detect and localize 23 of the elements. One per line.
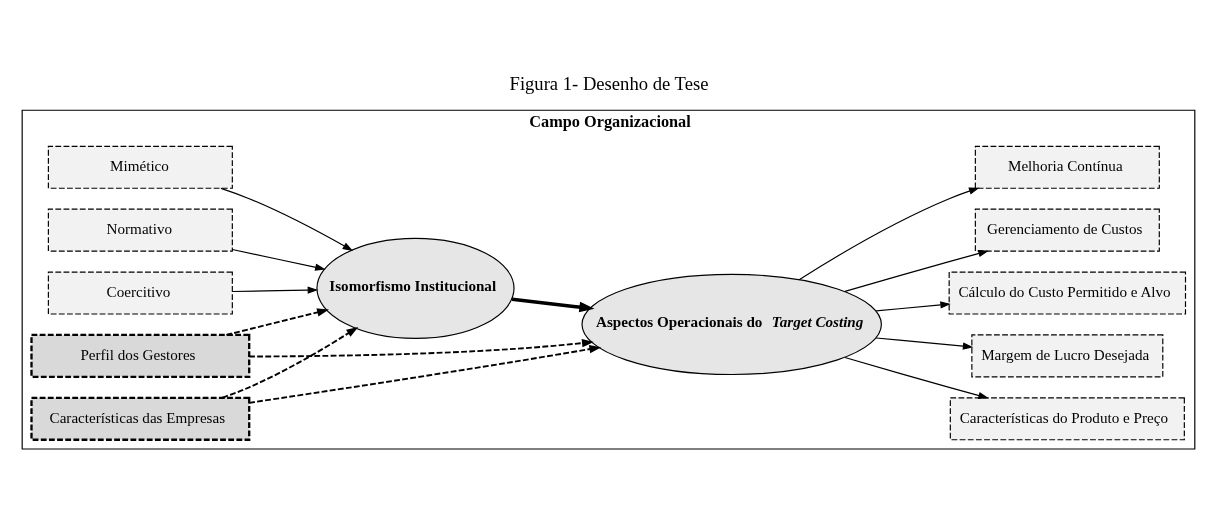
node-box: Perfil dos Gestores bbox=[30, 333, 251, 378]
arrow bbox=[875, 336, 974, 350]
arrow bbox=[231, 286, 319, 294]
node-box: Melhoria Contínua bbox=[974, 145, 1160, 189]
arrow bbox=[248, 344, 602, 404]
node-box: Características do Produto e Preço bbox=[949, 396, 1185, 440]
arrow bbox=[248, 338, 594, 357]
arrow bbox=[844, 356, 989, 399]
arrow bbox=[231, 248, 326, 271]
node-box: Margem de Lucro Desejada bbox=[971, 333, 1164, 377]
node-box: Características das Empresas bbox=[30, 396, 251, 441]
node-box: Cálculo do Custo Permitido e Alvo bbox=[948, 271, 1187, 315]
arrow bbox=[225, 307, 329, 336]
arrow bbox=[798, 187, 980, 280]
node-box: Normativo bbox=[47, 208, 233, 252]
arrow bbox=[220, 187, 354, 251]
arrow bbox=[875, 300, 951, 311]
arrow bbox=[844, 249, 989, 292]
node-box: Gerenciamento de Custos bbox=[974, 208, 1160, 252]
node-box: Coercitivo bbox=[47, 271, 233, 315]
node-box: Mimético bbox=[47, 145, 233, 189]
diagram-title: Figura 1- Desenho de Tese bbox=[509, 72, 709, 94]
arrow bbox=[511, 297, 595, 312]
